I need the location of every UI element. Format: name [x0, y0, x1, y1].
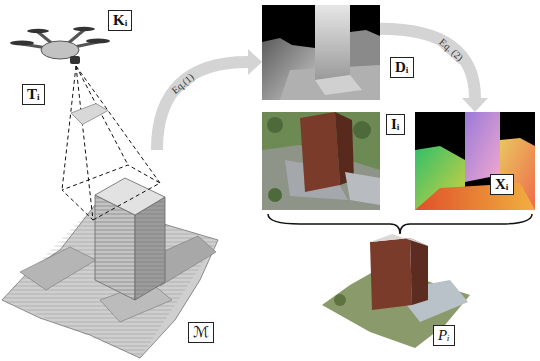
arrow-shaft [157, 62, 248, 150]
mesh-model [2, 178, 218, 358]
symbol-label: Tᵢ [22, 84, 45, 105]
equation-label: Eq.(1) [169, 71, 198, 97]
coordinate-map-node: Xᵢ [415, 112, 535, 210]
point-cloud [322, 234, 470, 348]
rgb-image [262, 112, 380, 210]
equation-label: Eq. (2) [436, 35, 466, 63]
arrow-head [248, 49, 262, 75]
brace [268, 214, 532, 234]
coordinate-map [415, 112, 535, 210]
arrow-shaft [380, 29, 475, 98]
depth-image [262, 5, 380, 100]
symbol-label: Dᵢ [390, 57, 414, 78]
image-plane [71, 104, 108, 125]
camera-frustum [62, 66, 160, 220]
symbol-label: Iᵢ [386, 114, 405, 135]
symbol-label: Xᵢ [490, 174, 514, 195]
process-arrow [380, 29, 488, 112]
rgb-image-node: Iᵢ [262, 112, 380, 210]
symbol-label: Kᵢ [108, 10, 132, 31]
drone [10, 27, 110, 64]
drone-node: KᵢTᵢ [15, 28, 100, 80]
mesh-node: ℳ [0, 150, 218, 361]
depth-image-node: Dᵢ [262, 5, 380, 100]
arrow-head [462, 98, 488, 112]
process-arrow [157, 49, 262, 150]
symbol-label: Pᵢ [433, 325, 455, 346]
symbol-label: ℳ [188, 322, 214, 343]
point-cloud-node: Pᵢ [320, 240, 470, 350]
